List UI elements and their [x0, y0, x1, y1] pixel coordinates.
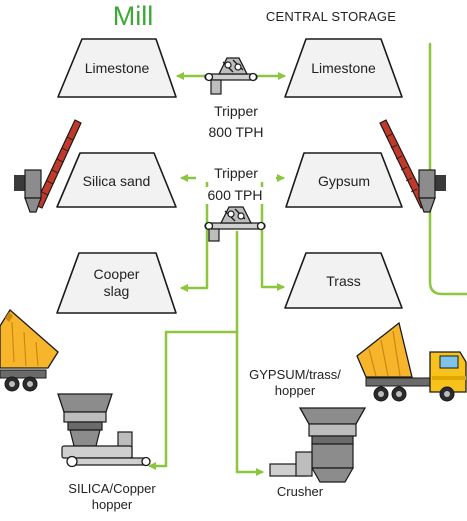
pile-label-limestone-right: Limestone	[311, 60, 376, 76]
silica-hopper-label-line1: SILICA/Copper	[68, 481, 156, 496]
tripper-lower-name: Tripper	[196, 165, 276, 182]
tripper-upper-capacity: 800 TPH	[208, 124, 264, 140]
flow-line-right-to-trass	[260, 220, 285, 291]
pile-silica-sand	[56, 152, 177, 208]
gypsum-hopper-label-line1: GYPSUM/trass/	[249, 367, 341, 382]
pile-gypsum	[285, 152, 403, 208]
flow-line-left-to-slag	[180, 220, 209, 292]
pile-limestone-right	[284, 38, 403, 98]
silica-hopper-label: SILICA/Copper hopper	[47, 481, 177, 513]
flow-line-storage	[428, 42, 467, 296]
tripper-lower	[204, 206, 266, 242]
gypsum-hopper-label: GYPSUM/trass/ hopper	[235, 367, 355, 399]
gypsum-hopper-label-line2: hopper	[274, 383, 316, 398]
pile-cooper-slag	[56, 252, 177, 314]
reclaimer-left	[14, 119, 82, 213]
pile-label-cooper-slag: Cooper slag	[57, 266, 176, 300]
tripper-lower-capacity: 600 TPH	[192, 187, 278, 204]
mill-title: Mill	[112, 1, 154, 31]
pile-label-cooper-slag-line2: slag	[103, 283, 130, 299]
pile-label-trass: Trass	[326, 273, 361, 289]
central-storage-title: CENTRAL STORAGE	[265, 9, 397, 24]
tripper-upper	[204, 57, 258, 95]
crusher-label: Crusher	[276, 484, 324, 499]
pile-trass	[284, 252, 403, 309]
pile-label-cooper-slag-line1: Cooper	[93, 266, 140, 282]
pile-limestone-left	[57, 38, 177, 98]
silica-hopper-label-line2: hopper	[91, 497, 133, 512]
gypsum-hopper-crusher	[269, 407, 367, 483]
pile-label-limestone-left: Limestone	[84, 60, 150, 76]
flow-line-to-crusher	[235, 330, 264, 476]
piles	[56, 38, 403, 314]
dump-truck-left	[0, 309, 59, 392]
reclaimer-right	[379, 119, 446, 213]
silica-copper-hopper	[57, 393, 151, 468]
dump-truck-right	[356, 321, 467, 402]
pile-label-silica-sand: Silica sand	[82, 173, 151, 189]
pile-label-gypsum: Gypsum	[317, 173, 371, 189]
tripper-upper-name: Tripper	[214, 103, 258, 119]
flow-line-to-silica-hopper	[148, 330, 239, 470]
